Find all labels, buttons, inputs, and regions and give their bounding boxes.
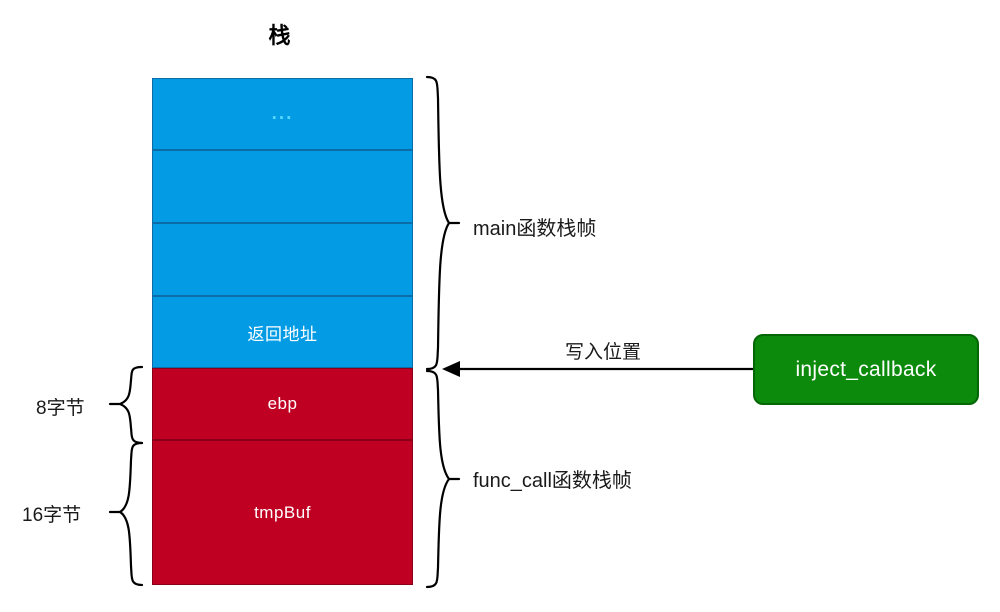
stack-cell-empty-1 — [152, 150, 413, 223]
stack-cell-label: ... — [271, 103, 294, 124]
stack-cell-ebp: ebp — [152, 368, 413, 440]
label-func-call-function-frame: func_call函数栈帧 — [473, 470, 632, 492]
inject-callback-node[interactable]: inject_callback — [753, 334, 979, 405]
stack-cell-tmpbuf: tmpBuf — [152, 440, 413, 585]
brace-main-frame — [425, 75, 461, 371]
stack-cell-label: 返回地址 — [247, 324, 318, 344]
brace-8-bytes — [108, 365, 144, 445]
brace-16-bytes — [108, 441, 144, 587]
stack-cell-return-address: 返回地址 — [152, 296, 413, 368]
page-title: 栈 — [268, 23, 292, 48]
label-main-function-frame: main函数栈帧 — [473, 218, 597, 240]
label-write-position: 写入位置 — [565, 342, 642, 363]
brace-label-16-bytes: 16字节 — [22, 505, 82, 526]
stack-cell-label: tmpBuf — [254, 502, 311, 522]
brace-label-8-bytes: 8字节 — [36, 398, 85, 419]
stack-column: ... 返回地址 ebp tmpBuf — [152, 78, 413, 585]
stack-cell-label: ebp — [267, 394, 298, 413]
brace-func-call-frame — [425, 369, 461, 589]
inject-callback-label: inject_callback — [795, 357, 937, 381]
stack-cell-ellipsis: ... — [152, 78, 413, 150]
write-position-arrow — [442, 361, 756, 377]
stack-cell-empty-2 — [152, 223, 413, 296]
